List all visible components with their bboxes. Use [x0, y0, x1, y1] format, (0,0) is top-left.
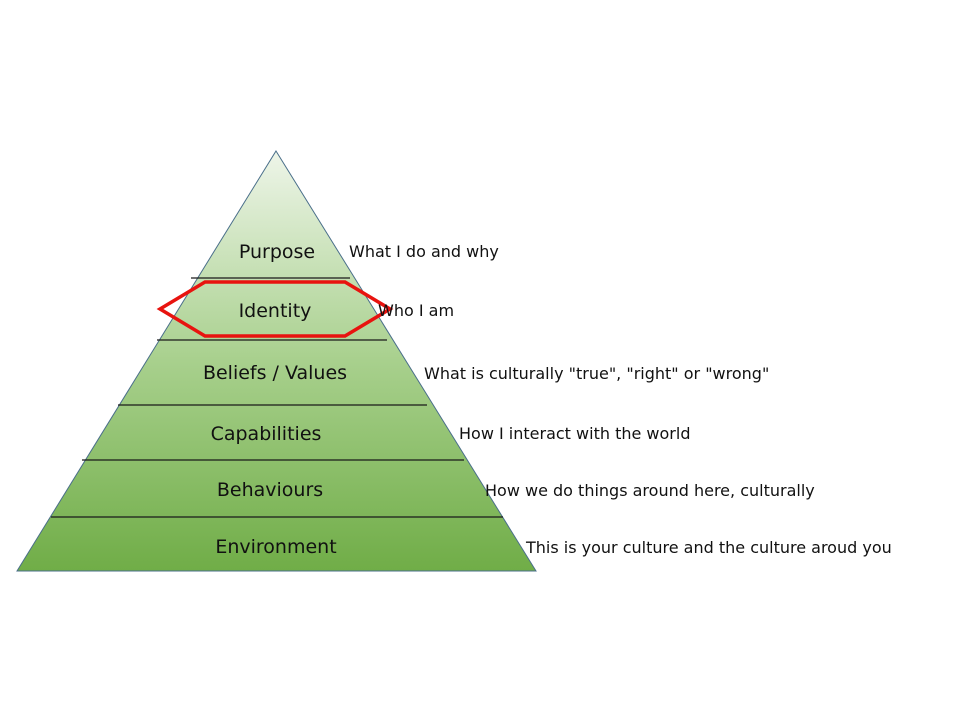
level-description-behaviours: How we do things around here, culturally	[485, 481, 815, 500]
level-label-capabilities: Capabilities	[211, 423, 322, 445]
level-description-purpose: What I do and why	[349, 242, 499, 261]
level-label-purpose: Purpose	[239, 241, 315, 263]
pyramid-triangle	[16, 150, 537, 572]
identity-highlight-hexagon	[156, 280, 394, 338]
level-description-capabilities: How I interact with the world	[459, 424, 690, 443]
level-description-beliefs-values: What is culturally "true", "right" or "w…	[424, 364, 769, 383]
level-label-identity: Identity	[239, 300, 312, 322]
level-label-behaviours: Behaviours	[217, 479, 323, 501]
level-description-environment: This is your culture and the culture aro…	[525, 538, 892, 557]
level-description-identity: Who I am	[378, 301, 454, 320]
level-label-beliefs-values: Beliefs / Values	[203, 362, 347, 384]
level-label-environment: Environment	[215, 536, 336, 558]
